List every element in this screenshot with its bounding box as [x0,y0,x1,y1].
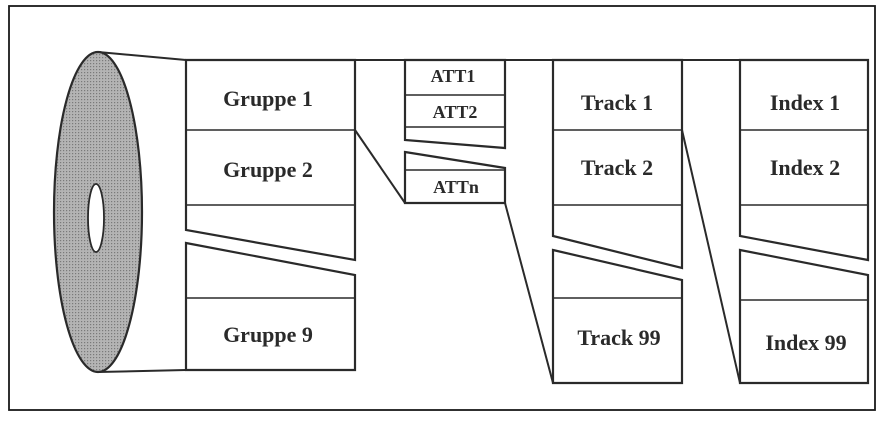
att-track-connector [504,202,554,384]
disc-icon [52,50,187,374]
track-bottom-block [551,248,684,385]
track-2-label: Track 2 [581,155,653,180]
track-top-block [551,58,684,270]
outer-frame [8,5,876,411]
index-bottom-block [738,248,870,385]
track-99-label: Track 99 [577,325,660,350]
attribute-column: ATT1 ATT2 ATTn [403,58,507,205]
index-2-label: Index 2 [770,155,840,180]
track-index-connector [681,129,741,384]
attribute-top-block [403,58,507,150]
group-bottom-block [184,241,357,372]
index-99-label: Index 99 [765,330,846,355]
track-1-label: Track 1 [581,90,653,115]
index-column: Index 1 Index 2 Index 99 [738,58,870,385]
track-column: Track 1 Track 2 Track 99 [551,58,684,385]
group-1-label: Gruppe 1 [223,86,313,111]
index-1-label: Index 1 [770,90,840,115]
group-9-label: Gruppe 9 [223,322,313,347]
group-2-label: Gruppe 2 [223,157,313,182]
group-att-connector [354,129,406,204]
index-top-block [738,58,870,262]
group-top-block [184,58,357,262]
att2-label: ATT2 [433,102,478,122]
att1-label: ATT1 [431,66,476,86]
disc-hole [87,183,105,253]
group-column: Gruppe 1 Gruppe 2 Gruppe 9 [184,58,357,372]
attn-label: ATTn [433,177,479,197]
